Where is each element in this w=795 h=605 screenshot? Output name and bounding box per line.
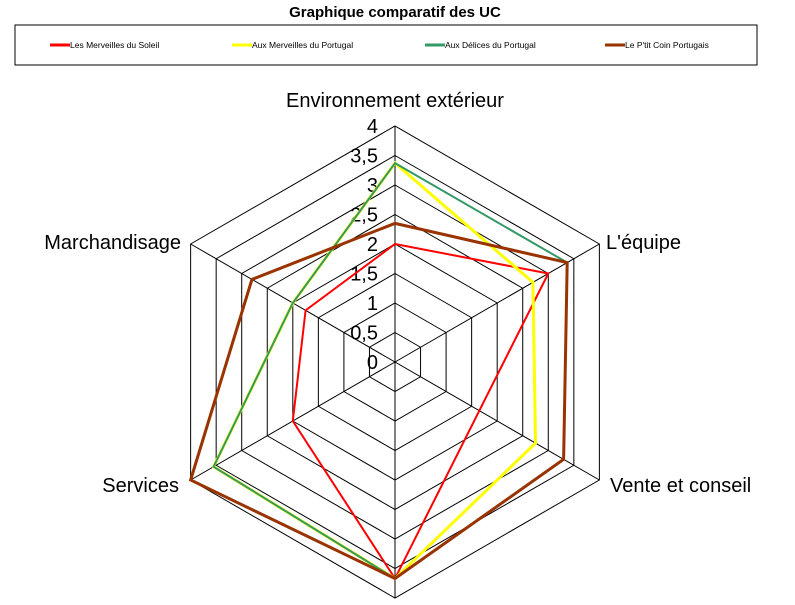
legend-label: Le P'tit Coin Portugais xyxy=(625,40,709,50)
tick-label: 0,5 xyxy=(350,323,378,345)
legend-label: Les Merveilles du Soleil xyxy=(70,40,159,50)
tick-label: 1,5 xyxy=(350,264,378,286)
series-line-0 xyxy=(291,242,550,581)
tick-label: 2 xyxy=(367,234,378,256)
legend-label: Aux Délices du Portugal xyxy=(445,40,536,50)
tick-label: 4 xyxy=(367,116,378,138)
axis-label: Services xyxy=(102,475,179,497)
tick-label: 1 xyxy=(367,293,378,315)
grid-spoke xyxy=(394,361,600,481)
axis-label: Vente et conseil xyxy=(610,475,751,497)
radar-grid xyxy=(190,125,600,599)
legend: Les Merveilles du Soleil Aux Merveilles d… xyxy=(14,24,758,66)
tick-label: 0 xyxy=(367,352,378,374)
radial-ticks: 0 0,5 1 1,5 2 2,5 3 3,5 4 xyxy=(350,116,378,374)
axis-label: Marchandisage xyxy=(44,232,181,254)
legend-box xyxy=(14,24,758,66)
tick-label: 3,5 xyxy=(350,146,378,168)
tick-label: 3 xyxy=(367,175,378,197)
tick-label: 2,5 xyxy=(350,205,378,227)
series-line-3 xyxy=(188,221,569,581)
axis-label: Environnement extérieur xyxy=(286,90,504,112)
chart-title: Graphique comparatif des UC xyxy=(289,4,501,21)
series-group xyxy=(188,160,569,581)
legend-label: Aux Merveilles du Portugal xyxy=(252,40,353,50)
axis-label: L'équipe xyxy=(606,232,681,254)
